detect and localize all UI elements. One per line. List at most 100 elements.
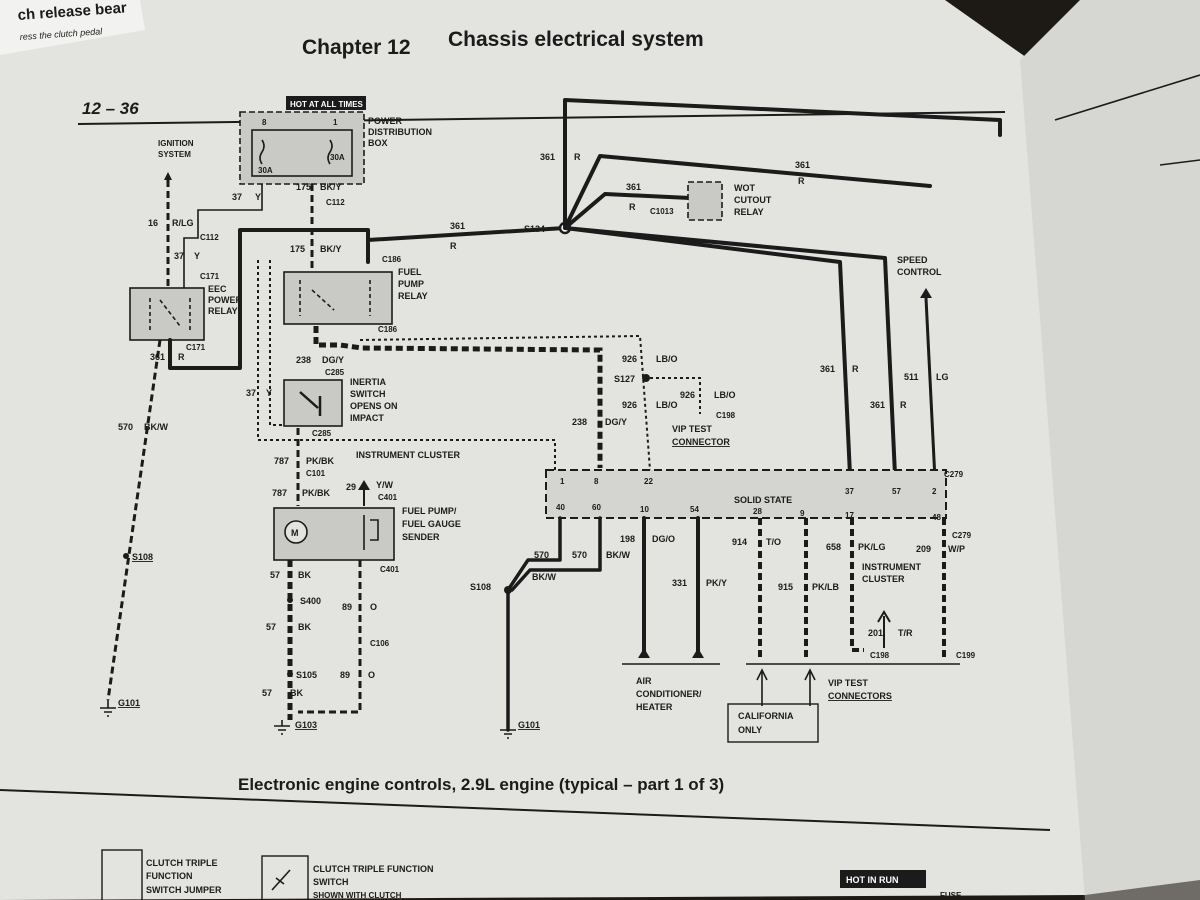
- fuel-pump-relay: [283, 271, 393, 325]
- ground-g101-right: G101: [518, 720, 540, 730]
- sender-label-3: SENDER: [402, 532, 440, 542]
- wire-175-color: BK/Y: [320, 182, 342, 192]
- wire-37-inertia: [269, 260, 285, 426]
- fuse-rating-right: 30A: [330, 153, 345, 162]
- pin-28: 28: [753, 507, 762, 516]
- pin-37: 37: [845, 487, 854, 496]
- connector-c285-b: C285: [312, 429, 332, 438]
- hot-in-run-text: HOT IN RUN: [846, 875, 899, 885]
- connector-c198-a: C198: [716, 411, 736, 420]
- connector-c279-b: C279: [952, 531, 972, 540]
- wire-787b-circuit: 787: [272, 488, 287, 498]
- splice-s105: S105: [296, 670, 317, 680]
- wire-570a-circuit: 570: [118, 422, 133, 432]
- splice-s108-left-dot: [123, 553, 129, 559]
- wire-238a-color: DG/Y: [322, 355, 344, 365]
- wire-361b-circuit: 361: [450, 221, 465, 231]
- wire-361b-color: R: [450, 241, 457, 251]
- pin-60: 60: [592, 503, 601, 512]
- speed-control-label-2: CONTROL: [897, 267, 942, 277]
- wire-201-circuit: 201: [868, 628, 883, 638]
- wire-926-branch: [650, 377, 701, 414]
- motor-icon: [284, 520, 308, 544]
- wire-926c-circuit: 926: [622, 400, 637, 410]
- inertia-label-3: OPENS ON: [350, 401, 398, 411]
- wire-37-circuit: 37: [232, 192, 242, 202]
- clutch-switch-box: [261, 855, 309, 900]
- wire-57a-color: BK: [298, 570, 311, 580]
- fuse-rating-left: 30A: [258, 166, 273, 175]
- right-page: [1020, 0, 1200, 900]
- wire-209-circuit: 209: [916, 544, 931, 554]
- cluster-right-label-2: CLUSTER: [862, 574, 905, 584]
- fuse-symbol-right: [327, 139, 333, 165]
- instrument-cluster-label: INSTRUMENT CLUSTER: [356, 450, 460, 460]
- wire-570c-color: BK/W: [606, 550, 630, 560]
- wire-361g-circuit: 361: [870, 400, 885, 410]
- inertia-label-1: INERTIA: [350, 377, 387, 387]
- wire-57c-circuit: 57: [262, 688, 272, 698]
- wot-label-1: WOT: [734, 183, 755, 193]
- wire-570a-color: BK/W: [144, 422, 168, 432]
- connector-c112-a: C112: [200, 233, 219, 242]
- pin-10: 10: [640, 505, 649, 514]
- wire-914-circuit: 914: [732, 537, 747, 547]
- pin-8: 8: [594, 477, 599, 486]
- pdb-pin-left: 8: [262, 118, 267, 127]
- connector-c401-b: C401: [380, 565, 400, 574]
- wire-16-color: R/LG: [172, 218, 194, 228]
- wire-89: [298, 560, 362, 714]
- wire-361-eec: [168, 226, 567, 370]
- wire-37c-circuit: 37: [246, 388, 256, 398]
- eec-label-2: POWER: [208, 295, 243, 305]
- pin-2: 2: [932, 487, 937, 496]
- splice-s400: S400: [300, 596, 321, 606]
- pin-57: 57: [892, 487, 901, 496]
- pdb-pin-right: 1: [333, 118, 338, 127]
- wire-238a-circuit: 238: [296, 355, 311, 365]
- wire-658-color: PK/LG: [858, 542, 886, 552]
- connector-c401-a: C401: [378, 493, 398, 502]
- pdb-label-3: BOX: [368, 138, 388, 148]
- ground-g103: G103: [295, 720, 317, 730]
- california-label-2: ONLY: [738, 725, 762, 735]
- wire-361c-circuit: 361: [540, 152, 555, 162]
- hot-at-all-times-tag: [286, 96, 366, 110]
- wire-361f-circuit: 361: [820, 364, 835, 374]
- california-label-1: CALIFORNIA: [738, 711, 794, 721]
- pin-1: 1: [560, 477, 565, 486]
- connector-c101: C101: [306, 469, 326, 478]
- chapter-title: Chassis electrical system: [448, 28, 704, 51]
- inertia-label-4: IMPACT: [350, 413, 384, 423]
- clutch-switch-label-1: CLUTCH TRIPLE FUNCTION: [313, 864, 434, 874]
- wire-57b-color: BK: [298, 622, 311, 632]
- right-page-rule: [1054, 74, 1200, 121]
- ground-g103-icon: [274, 720, 290, 735]
- wire-361a-color: R: [178, 352, 185, 362]
- speed-control-label-1: SPEED: [897, 255, 928, 265]
- pdb-inner: [251, 129, 353, 177]
- speed-control-arrow-icon: [920, 288, 932, 298]
- wire-926b-color: LB/O: [714, 390, 736, 400]
- california-only-box: [727, 703, 819, 743]
- pin-17: 17: [845, 511, 854, 520]
- wot-label-2: CUTOUT: [734, 195, 772, 205]
- splice-s108-dot: [504, 586, 512, 594]
- wire-511-circuit: 511: [904, 372, 919, 382]
- wire-915-color: PK/LB: [812, 582, 840, 592]
- wire-57b-circuit: 57: [266, 622, 276, 632]
- ac-label-1: AIR: [636, 676, 652, 686]
- ground-g101-left-icon: [100, 700, 116, 717]
- clutch-jumper-label-3: SWITCH JUMPER: [146, 885, 222, 895]
- pdb-label-2: DISTRIBUTION: [368, 127, 432, 137]
- previous-page-corner: [0, 0, 145, 55]
- wot-cutout-relay: [687, 181, 723, 221]
- wire-915-circuit: 915: [778, 582, 793, 592]
- connector-c285-a: C285: [325, 368, 345, 377]
- fpr-label-2: PUMP: [398, 279, 424, 289]
- pin-9: 9: [800, 509, 805, 518]
- wire-238b-circuit: 238: [572, 417, 587, 427]
- splice-s134: S134: [524, 224, 545, 234]
- inertia-switch-contact-icon: [299, 391, 322, 416]
- connector-c279-a: C279: [944, 470, 964, 479]
